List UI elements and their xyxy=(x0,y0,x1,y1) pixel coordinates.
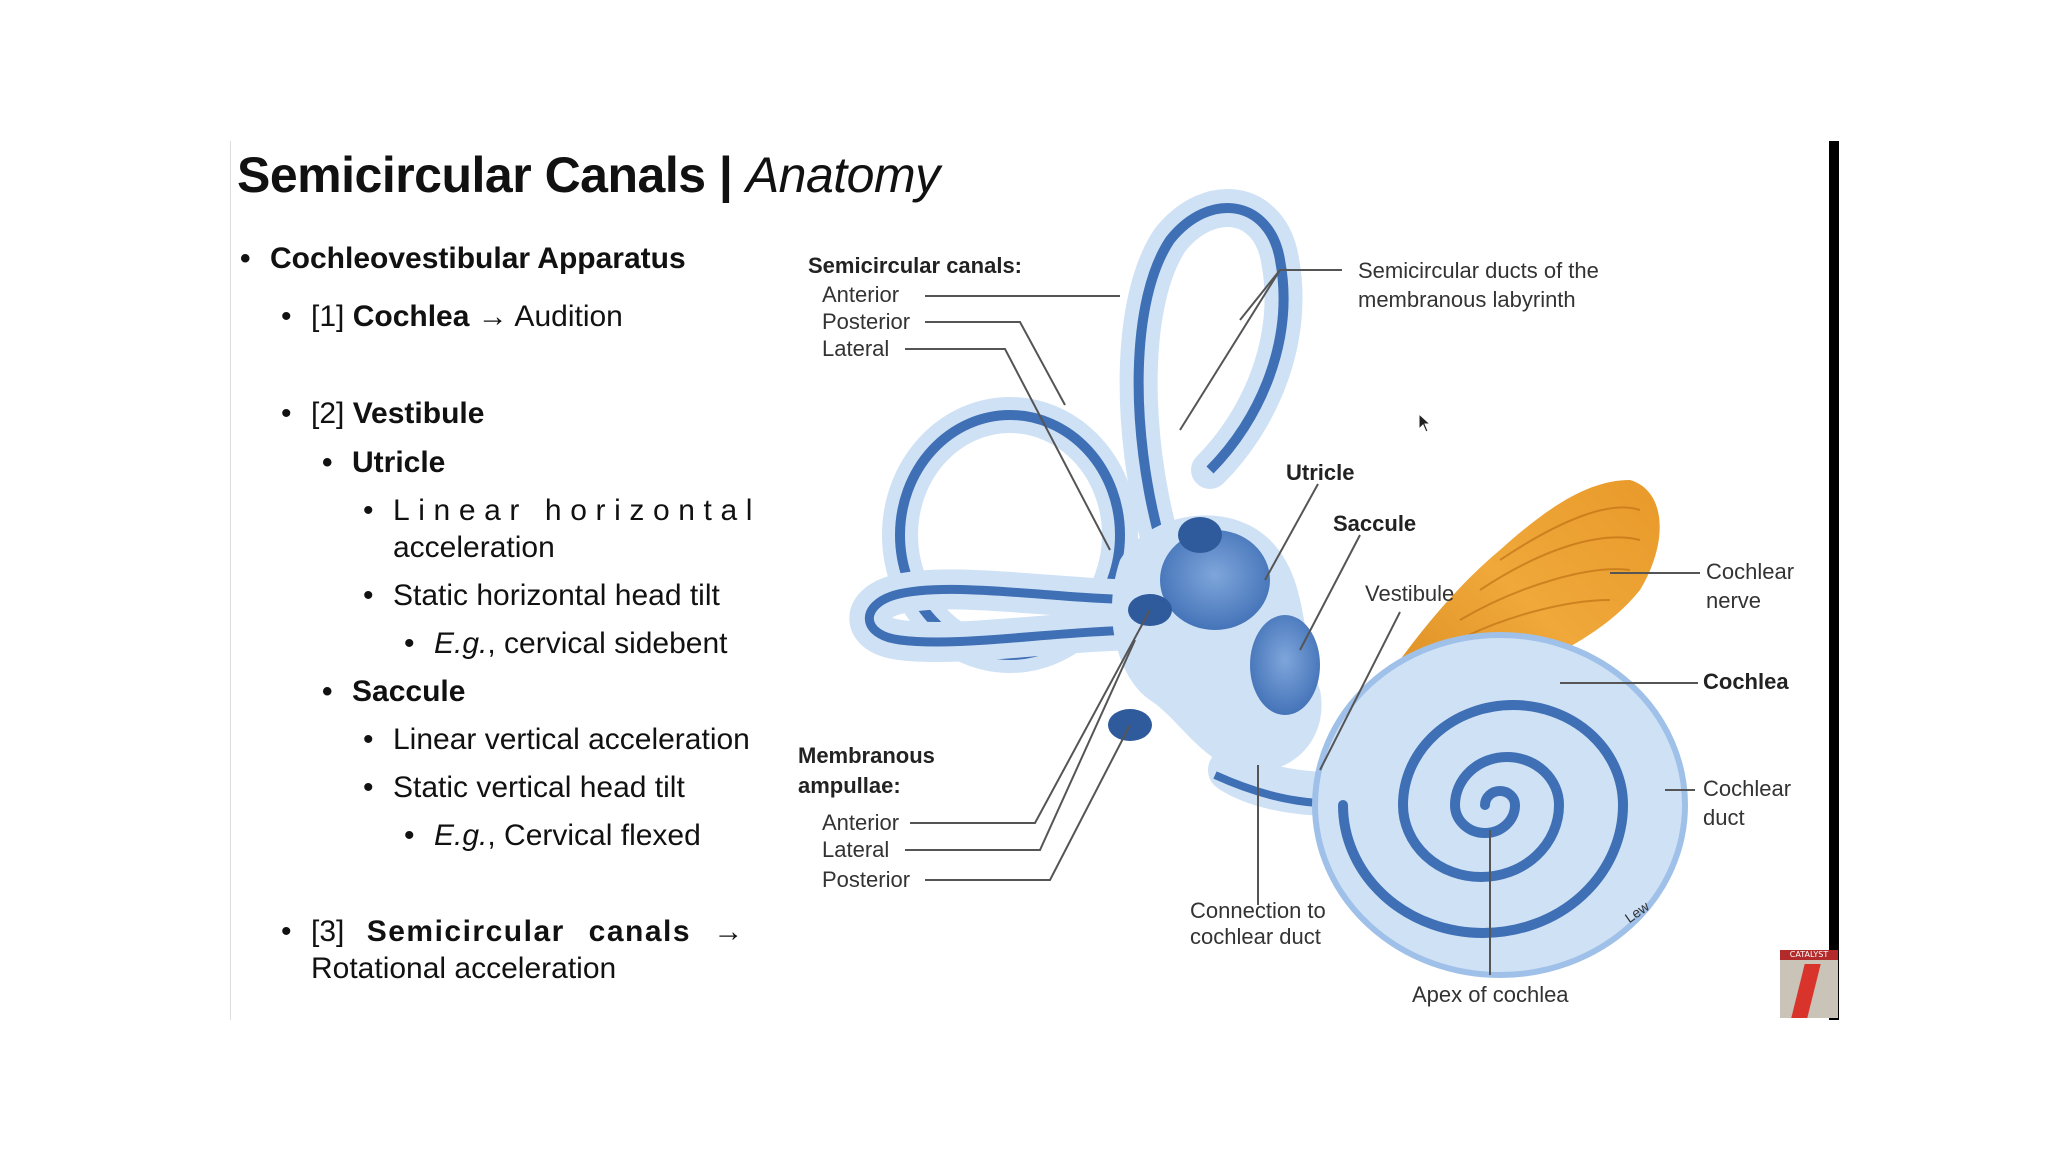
bullet-dot: • xyxy=(363,771,374,804)
title-italic: Anatomy xyxy=(745,147,940,203)
label-cochlear-duct-2: duct xyxy=(1703,805,1745,830)
label-ducts-line1: Semicircular ducts of the xyxy=(1358,258,1599,283)
bullet-vestibule: • [2] Vestibule xyxy=(281,395,485,432)
label-ampulla-posterior: Posterior xyxy=(822,867,911,892)
bullet-utricle-linear-cont: acceleration xyxy=(393,531,555,564)
bullet-text: , cervical sidebent xyxy=(487,627,728,660)
bullet-dot: • xyxy=(240,242,251,275)
bullet-dot: • xyxy=(281,300,292,333)
bullet-utricle-static: • Static horizontal head tilt xyxy=(363,577,720,614)
slide-left-border xyxy=(230,141,231,1020)
bullet-term: Vestibule xyxy=(352,397,485,430)
bullet-text: Linear horizontal xyxy=(393,494,762,527)
bullet-text: Linear vertical acceleration xyxy=(393,723,750,756)
label-ampulla-anterior: Anterior xyxy=(822,810,900,835)
bullet-number: [2] xyxy=(311,397,353,430)
label-utricle: Utricle xyxy=(1286,460,1355,485)
presenter-thumbnail[interactable]: CATALYST xyxy=(1780,950,1838,1018)
anterior-canal-shape xyxy=(1119,189,1303,559)
bullet-dot: • xyxy=(322,675,333,708)
inner-ear-illustration xyxy=(849,189,1700,978)
lateral-canal-shape xyxy=(849,569,1170,663)
label-cochlear-duct-1: Cochlear xyxy=(1703,776,1792,801)
bullet-saccule-static: • Static vertical head tilt xyxy=(363,769,685,806)
bullet-dot: • xyxy=(404,627,415,660)
slide-right-border xyxy=(1829,141,1839,1020)
bullet-utricle-example: • E.g., cervical sidebent xyxy=(404,625,728,662)
bullet-dot: • xyxy=(281,915,292,948)
bullet-text: → Audition xyxy=(469,300,623,333)
slide-title: Semicircular Canals | Anatomy xyxy=(237,146,940,204)
bullet-text: Utricle xyxy=(352,446,446,479)
bullet-saccule: • Saccule xyxy=(322,673,466,710)
arrow-cursor-icon xyxy=(1418,413,1432,433)
bullet-term: Cochlea xyxy=(352,300,470,333)
bullet-number: [3] xyxy=(311,915,367,948)
bullet-term: Semicircular canals xyxy=(366,915,692,948)
label-connection-2: cochlear duct xyxy=(1190,924,1321,949)
label-canal-lateral: Lateral xyxy=(822,336,890,361)
label-vestibule: Vestibule xyxy=(1365,581,1455,606)
bullet-apparatus: • Cochleovestibular Apparatus xyxy=(240,240,686,277)
bullet-utricle-linear: • Linear horizontal xyxy=(363,492,762,529)
label-ducts-line2: membranous labyrinth xyxy=(1358,287,1576,312)
bullet-number: [1] xyxy=(311,300,353,333)
thumbnail-graphic xyxy=(1791,964,1821,1018)
bullet-eg: E.g. xyxy=(434,819,488,852)
label-cochlear-nerve-2: nerve xyxy=(1706,588,1762,613)
label-ampulla-lateral: Lateral xyxy=(822,837,890,862)
label-ampullae-2: ampullae: xyxy=(798,773,901,798)
label-saccule: Saccule xyxy=(1333,511,1417,536)
bullet-saccule-linear: • Linear vertical acceleration xyxy=(363,721,750,758)
cochlea-shape xyxy=(1312,632,1688,978)
bullet-dot: • xyxy=(322,446,333,479)
label-semicircular-canals: Semicircular canals: xyxy=(808,253,1023,278)
bullet-text: Static vertical head tilt xyxy=(393,771,685,804)
bullet-dot: • xyxy=(363,579,374,612)
label-ampullae-1: Membranous xyxy=(798,743,935,768)
bullet-dot: • xyxy=(281,397,292,430)
label-canal-posterior: Posterior xyxy=(822,309,911,334)
bullet-cochlea: • [1] Cochlea → Audition xyxy=(281,298,623,335)
bullet-canals: • [3] Semicircular canals → xyxy=(281,913,744,950)
bullet-dot: • xyxy=(363,723,374,756)
bullet-eg: E.g. xyxy=(434,627,488,660)
bullet-saccule-example: • E.g., Cervical flexed xyxy=(404,817,701,854)
thumbnail-banner: CATALYST xyxy=(1780,950,1838,960)
bullet-canals-cont: Rotational acceleration xyxy=(311,952,617,985)
label-connection-1: Connection to xyxy=(1190,898,1326,923)
bullet-text: , Cervical flexed xyxy=(487,819,701,852)
label-cochlear-nerve-1: Cochlear xyxy=(1706,559,1795,584)
label-cochlea: Cochlea xyxy=(1703,669,1789,694)
bullet-dot: • xyxy=(404,819,415,852)
bullet-text: Saccule xyxy=(352,675,466,708)
label-apex: Apex of cochlea xyxy=(1412,982,1569,1007)
title-main: Semicircular Canals | xyxy=(237,147,746,203)
vestibule-shape xyxy=(1108,515,1322,772)
bullet-arrow: → xyxy=(691,915,744,948)
leader-lines xyxy=(905,269,1700,975)
bullet-utricle: • Utricle xyxy=(322,444,446,481)
label-canal-anterior: Anterior xyxy=(822,282,900,307)
bullet-text: Static horizontal head tilt xyxy=(393,579,720,612)
bullet-dot: • xyxy=(363,494,374,527)
bullet-text: Cochleovestibular Apparatus xyxy=(270,242,686,275)
